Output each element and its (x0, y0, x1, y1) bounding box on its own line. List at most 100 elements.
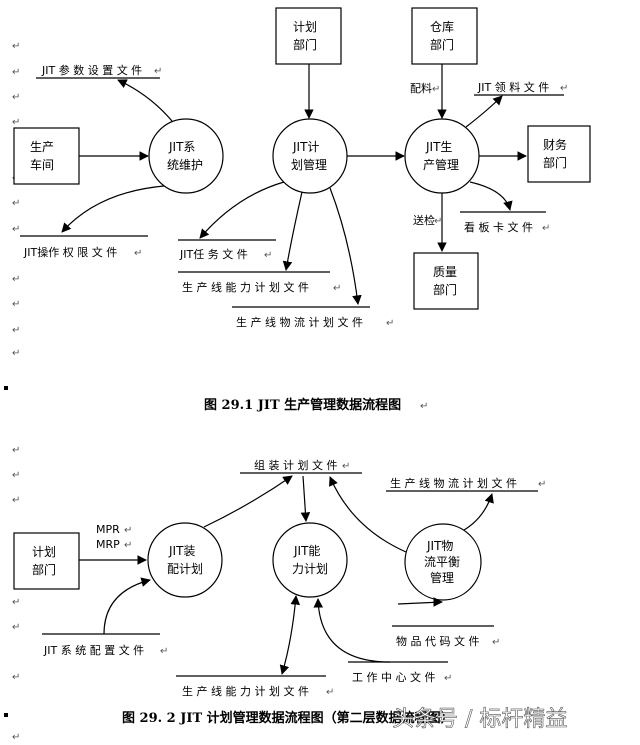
svg-text:车间: 车间 (30, 157, 54, 172)
svg-text:↵: ↵ (542, 223, 550, 234)
svg-text:图 29.1 JIT 生产管理数据流程图: 图 29.1 JIT 生产管理数据流程图 (204, 397, 401, 413)
svg-text:↵: ↵ (12, 622, 20, 633)
svg-text:看 板 卡 文 件: 看 板 卡 文 件 (464, 220, 533, 234)
svg-text:↵: ↵ (432, 84, 440, 95)
svg-text:↵: ↵ (124, 540, 132, 551)
svg-text:配料: 配料 (410, 81, 432, 95)
svg-text:↵: ↵ (12, 224, 20, 235)
diagram-1: 计划 部门 仓库 部门 生产 车间 财务 部门 质量 部门 JIT系 统维护 (13, 7, 591, 413)
svg-text:↵: ↵ (12, 325, 20, 336)
warehouse-dept-box: 仓库 部门 (411, 7, 478, 65)
svg-text:计划: 计划 (293, 20, 317, 34)
label-mpr-mrp: MPR ↵ MRP ↵ (96, 523, 132, 551)
file-kanban: 看 板 卡 文 件 ↵ (460, 211, 550, 234)
svg-text:↵: ↵ (134, 248, 142, 259)
file-system-config: JIT 系 统 配 置 文 件 ↵ (42, 633, 168, 657)
svg-text:工 作 中 心 文 件: 工 作 中 心 文 件 (352, 670, 435, 684)
jit-plan-management-process: JIT计 划管理 (272, 118, 348, 194)
file-jit-picking: JIT 领 料 文 件 ↵ (474, 80, 568, 96)
svg-text:生 产 线 物 流 计 划 文 件: 生 产 线 物 流 计 划 文 件 (390, 476, 517, 490)
svg-text:↵: ↵ (12, 348, 20, 359)
file-item-code: 物 品 代 码 文 件 ↵ (392, 625, 500, 648)
svg-text:计划: 计划 (32, 545, 56, 559)
file-jit-task: JIT任 务 文 件 ↵ (178, 239, 276, 261)
svg-text:部门: 部门 (293, 37, 317, 52)
svg-text:↵: ↵ (342, 461, 350, 472)
svg-text:MRP: MRP (96, 538, 120, 551)
svg-text:力计划: 力计划 (292, 562, 328, 576)
svg-text:↵: ↵ (420, 401, 428, 412)
svg-text:部门: 部门 (32, 562, 56, 577)
file-line-logistics: 生 产 线 物 流 计 划 文 件 ↵ (232, 306, 394, 329)
svg-text:↵: ↵ (12, 732, 20, 743)
paragraph-marks: ↵↵ ↵↵ ↵↵ ↵↵ ↵↵ ↵ ↵↵ ↵↵ ↵↵ ↵ (4, 41, 20, 743)
svg-text:↵: ↵ (12, 445, 20, 456)
svg-text:↵: ↵ (12, 67, 20, 78)
svg-text:↵: ↵ (444, 673, 452, 684)
svg-text:↵: ↵ (12, 198, 20, 209)
jit-capacity-plan-process: JIT能 力计划 (272, 522, 348, 598)
svg-text:↵: ↵ (492, 637, 500, 648)
svg-text:↵: ↵ (12, 92, 20, 103)
watermark: 头条号 / 标杆精益 (392, 707, 568, 733)
svg-text:JIT 领 料 文 件: JIT 领 料 文 件 (477, 80, 549, 94)
svg-text:↵: ↵ (560, 83, 568, 94)
svg-text:划管理: 划管理 (291, 157, 327, 172)
svg-text:↵: ↵ (124, 525, 132, 536)
svg-text:流平衡: 流平衡 (424, 555, 460, 569)
svg-text:↵: ↵ (538, 479, 546, 490)
svg-text:JIT物: JIT物 (426, 539, 453, 553)
svg-text:管理: 管理 (430, 570, 454, 585)
svg-text:↵: ↵ (12, 597, 20, 608)
svg-text:JIT计: JIT计 (292, 140, 319, 154)
svg-text:↵: ↵ (386, 318, 394, 329)
svg-text:MPR: MPR (96, 523, 120, 536)
file-line-logistics-2: 生 产 线 物 流 计 划 文 件 ↵ (386, 476, 546, 492)
svg-text:头条号 / 标杆精益: 头条号 / 标杆精益 (392, 707, 567, 732)
file-work-center: 工 作 中 心 文 件 ↵ (348, 661, 452, 684)
svg-text:↵: ↵ (12, 41, 20, 52)
svg-text:部门: 部门 (433, 282, 457, 297)
svg-text:组 装 计 划 文 件: 组 装 计 划 文 件 (254, 458, 337, 472)
file-jit-param: JIT 参 数 设 置 文 件 ↵ (36, 63, 162, 79)
svg-text:JIT装: JIT装 (168, 544, 195, 558)
jit-production-management-process: JIT生 产管理 (404, 118, 480, 194)
label-inspection: 送检 ↵ (413, 213, 442, 227)
svg-text:JIT系: JIT系 (168, 140, 195, 154)
svg-text:↵: ↵ (12, 470, 20, 481)
svg-text:统维护: 统维护 (167, 158, 203, 172)
svg-text:财务: 财务 (543, 137, 567, 152)
svg-text:↵: ↵ (326, 687, 334, 698)
caption-1: 图 29.1 JIT 生产管理数据流程图 ↵ (204, 397, 428, 413)
svg-text:配计划: 配计划 (167, 562, 203, 576)
plan-dept-box-2: 计划 部门 (13, 532, 80, 590)
svg-text:↵: ↵ (12, 672, 20, 683)
svg-text:↵: ↵ (12, 117, 20, 128)
file-jit-permission: JIT操作 权 限 文 件 ↵ (20, 235, 148, 259)
finance-dept-box: 财务 部门 (527, 125, 591, 183)
workshop-box: 生产 车间 (13, 127, 80, 185)
file-assembly-plan: 组 装 计 划 文 件 ↵ (240, 458, 362, 474)
file-line-capacity: 生 产 线 能 力 计 划 文 件 ↵ (178, 271, 341, 294)
svg-text:生 产 线 物 流 计 划 文 件: 生 产 线 物 流 计 划 文 件 (236, 315, 363, 329)
jit-logistics-balance-process: JIT物 流平衡 管理 (404, 523, 482, 601)
label-material: 配料 ↵ (410, 81, 440, 95)
svg-text:物 品 代 码 文 件: 物 品 代 码 文 件 (396, 634, 479, 648)
svg-text:↵: ↵ (434, 216, 442, 227)
svg-text:JIT任 务 文 件: JIT任 务 文 件 (179, 247, 248, 261)
svg-text:↵: ↵ (160, 646, 168, 657)
plan-dept-box: 计划 部门 (275, 7, 342, 65)
jit-system-maintenance-process: JIT系 统维护 (148, 118, 224, 194)
svg-text:生 产 线 能 力 计 划 文 件: 生 产 线 能 力 计 划 文 件 (182, 684, 309, 698)
diagram-1-flows (61, 64, 527, 305)
svg-text:质量: 质量 (433, 265, 457, 279)
svg-text:JIT能: JIT能 (293, 544, 320, 558)
svg-text:JIT 系 统 配 置 文 件: JIT 系 统 配 置 文 件 (43, 643, 144, 657)
caption-2: 图 29. 2 JIT 计划管理数据流程图（第二层数据流程图） (122, 710, 454, 726)
jit-assembly-plan-process: JIT装 配计划 (147, 522, 223, 598)
quality-dept-box: 质量 部门 (413, 252, 479, 310)
svg-text:↵: ↵ (12, 495, 20, 506)
svg-text:生 产 线 能 力 计 划 文 件: 生 产 线 能 力 计 划 文 件 (182, 280, 309, 294)
svg-text:送检: 送检 (413, 213, 435, 227)
